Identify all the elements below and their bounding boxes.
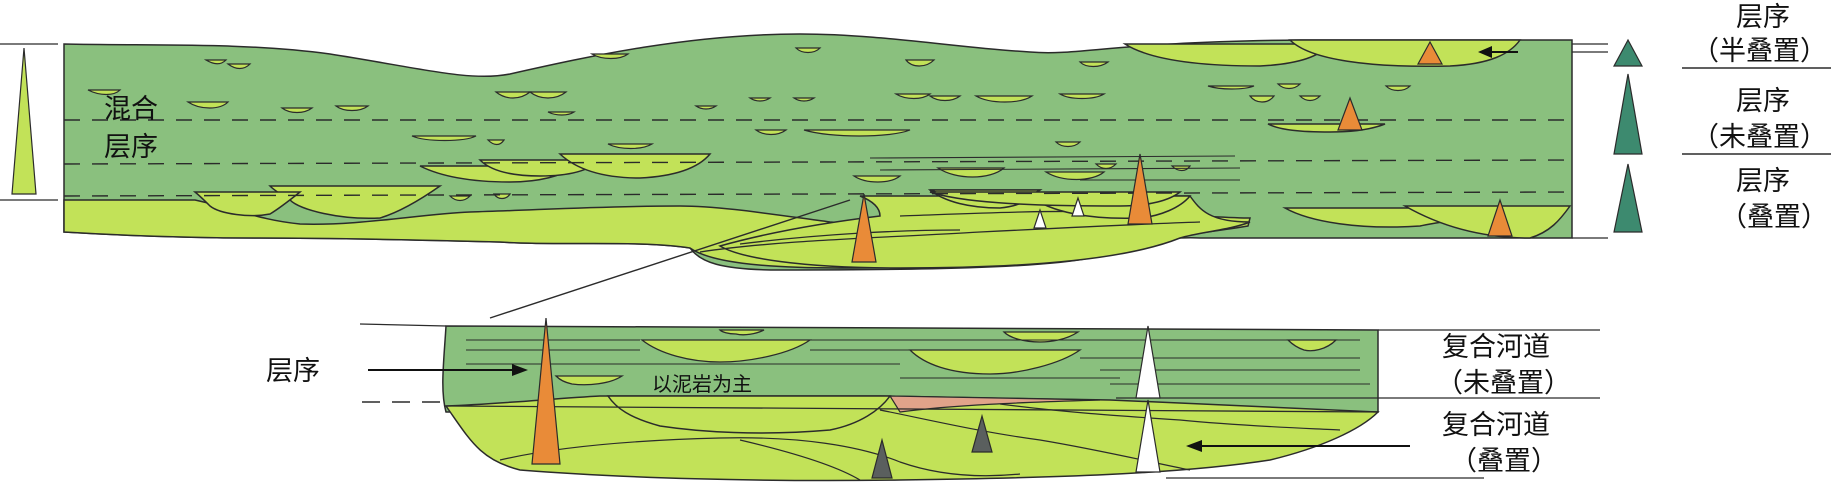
lower-sequence-label: 层序: [266, 356, 320, 387]
lower-sequence-arrowhead: [512, 364, 528, 376]
right-semi-stacked-label-line2: （半叠置）: [1692, 36, 1827, 67]
upper-top-right-lens-2: [1288, 39, 1522, 68]
gray-triangle-marker: [971, 413, 993, 453]
teal-triangle-marker: [1613, 163, 1643, 233]
upper-strata-lines: [869, 155, 1241, 181]
white-triangle-marker: [1033, 208, 1047, 229]
mudstone-dominant-label: 以泥岩为主: [652, 372, 752, 396]
upper-panel: [63, 33, 1608, 271]
right-stacked-label-line1: 层序: [1736, 166, 1790, 197]
lower-upper-lenses: [554, 329, 1338, 386]
white-triangle-marker: [1071, 196, 1085, 217]
right-non-stacked-label-line2: （未叠置）: [1692, 122, 1827, 153]
left-sequence-scale: [0, 43, 58, 201]
upper-right-bottom-lens-2: [1402, 205, 1572, 239]
compound-channel-arrowhead: [1186, 440, 1202, 452]
orange-triangle-marker: [851, 193, 877, 263]
orange-triangle-marker: [1487, 198, 1513, 237]
right-stacked-label-line2: （叠置）: [1720, 202, 1828, 233]
right-non-stacked-label-line1: 层序: [1736, 86, 1790, 117]
lower-channel-fill: [606, 395, 892, 434]
orange-triangle-marker: [1127, 153, 1153, 225]
orange-triangle-marker: [1416, 40, 1444, 65]
gray-triangle-marker: [871, 437, 893, 479]
right-semi-stacked-label-line1: 层序: [1736, 2, 1790, 33]
upper-lower-lens-2: [192, 191, 303, 217]
upper-mid-lens-5: [929, 191, 1183, 207]
compound-channel-stacked-line1: 复合河道: [1442, 410, 1550, 441]
compound-channel-non-stacked-line1: 复合河道: [1442, 332, 1550, 363]
lower-strata-lines: [466, 339, 1370, 385]
lime-triangle-marker: [11, 47, 37, 195]
upper-mid-lens-3: [558, 153, 712, 179]
teal-triangle-marker: [1613, 73, 1643, 155]
mixed-sequence-label-line1: 混合: [104, 94, 158, 125]
orange-triangle-marker: [531, 317, 561, 465]
semi-stacked-arrowhead: [1478, 46, 1492, 58]
white-triangle-marker: [1135, 399, 1161, 473]
pink-lens: [888, 395, 1101, 413]
upper-small-lenses: [87, 47, 1412, 202]
orange-triangle-marker: [1337, 96, 1363, 131]
white-triangle-marker: [1135, 325, 1161, 399]
compound-channel-stacked-line2: （叠置）: [1450, 446, 1558, 477]
zoom-connector-line: [489, 199, 851, 319]
mixed-sequence-label-line2: 层序: [104, 132, 158, 163]
lower-panel: [359, 317, 1600, 482]
compound-channel-non-stacked-line2: （未叠置）: [1436, 368, 1571, 399]
teal-triangle-marker: [1612, 38, 1644, 67]
right-legend-triangles: [1612, 38, 1831, 233]
